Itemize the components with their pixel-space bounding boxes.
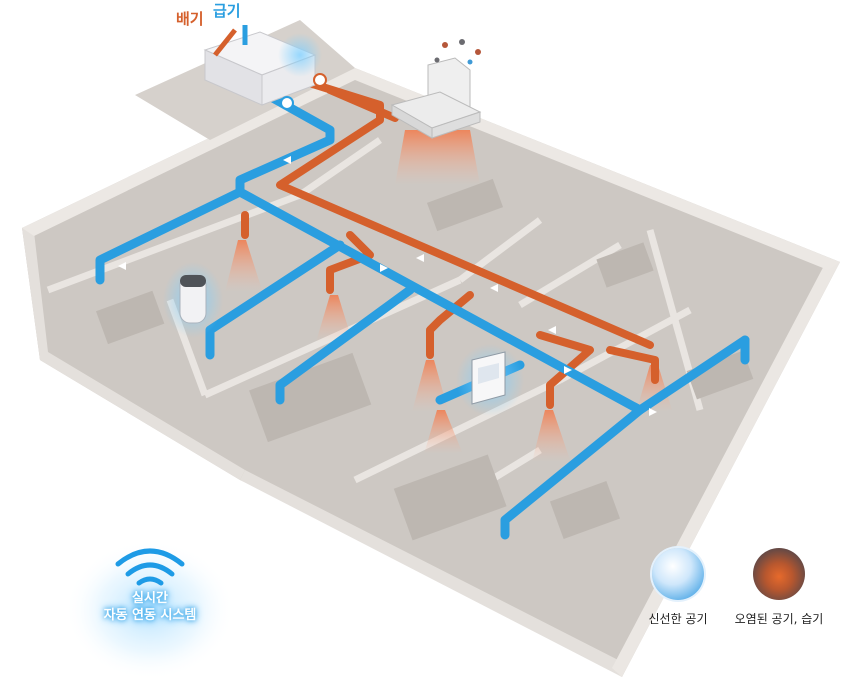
wifi-icon — [115, 548, 185, 567]
wifi-icon-arc — [125, 562, 175, 577]
flow-arrow — [283, 156, 291, 164]
fresh-air-swatch — [652, 548, 704, 600]
exhaust-branch — [326, 231, 374, 294]
exhaust-cone — [532, 410, 570, 462]
smoke-particle — [475, 49, 481, 55]
flow-arrow — [548, 326, 556, 334]
ventilator-glow — [278, 33, 322, 77]
supply-branch-living — [95, 187, 245, 285]
realtime-line-2: 자동 연동 시스템 — [103, 608, 197, 623]
smoke-particle — [459, 39, 465, 45]
exhaust-air-cones — [225, 130, 672, 462]
supply-label: 급기 — [213, 2, 241, 20]
exhaust-outlet-pipe — [213, 28, 237, 57]
wall-controller — [456, 344, 524, 416]
range-hood — [390, 39, 482, 139]
supply-fan-icon — [280, 96, 294, 110]
kitchen-hood-cone — [395, 130, 480, 185]
flow-arrows — [118, 156, 657, 416]
wifi-icon-arc-inner — [136, 576, 164, 586]
ventilation-unit — [203, 25, 327, 110]
exhaust-cone — [424, 410, 462, 454]
exhaust-branch — [606, 346, 659, 384]
furniture — [95, 178, 754, 541]
flow-arrow — [564, 366, 572, 374]
legend-polluted-label: 오염된 공기, 습기 — [734, 612, 824, 626]
legend-fresh-label: 신선한 공기 — [648, 612, 708, 626]
realtime-text-block: 실시간 자동 연동 시스템 — [60, 545, 240, 685]
smoke-particle — [434, 57, 440, 63]
purifier-top — [180, 275, 206, 287]
legend-polluted-air: 오염된 공기, 습기 — [714, 548, 844, 627]
flow-arrow — [416, 254, 424, 262]
exhaust-hood-duct — [326, 86, 399, 122]
exhaust-label: 배기 — [176, 10, 204, 28]
flow-arrow — [490, 284, 498, 292]
polluted-air-swatch — [753, 548, 805, 600]
realtime-line-1: 실시간 — [132, 591, 168, 606]
exhaust-cone — [316, 295, 352, 342]
smoke-particle — [442, 42, 448, 48]
supply-branch-front — [500, 405, 645, 540]
air-purifier — [163, 262, 223, 338]
exhaust-fan-icon — [313, 73, 327, 87]
outer-wall-front — [240, 470, 628, 677]
flow-arrow — [118, 262, 126, 270]
flow-arrow — [380, 264, 388, 272]
realtime-system-badge — [65, 540, 235, 680]
smoke-particle — [467, 59, 473, 65]
legend-fresh-air: 신선한 공기 — [613, 548, 743, 627]
supply-branch-bedroom — [275, 285, 415, 405]
exhaust-cone — [225, 240, 262, 292]
controller-screen — [478, 363, 499, 384]
range-hood-side — [431, 111, 481, 139]
realtime-glow — [65, 540, 235, 680]
flow-arrow — [649, 408, 657, 416]
realtime-text: 실시간 자동 연동 시스템 — [60, 590, 240, 624]
exhaust-cone — [636, 365, 672, 412]
